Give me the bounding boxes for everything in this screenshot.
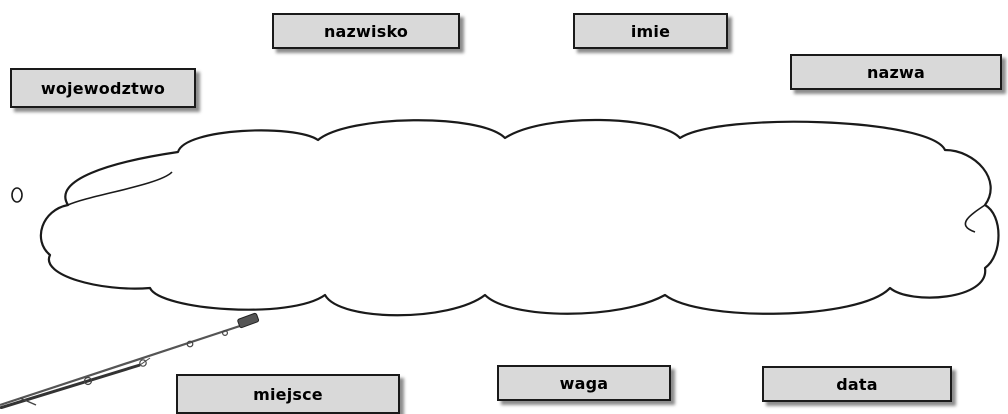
label-text-data: data xyxy=(836,374,878,394)
label-text-nazwa: nazwa xyxy=(866,62,926,82)
label-box-wojewodztwo[interactable]: wojewodztwo xyxy=(10,68,196,108)
thought-cloud-outline xyxy=(39,118,1000,317)
rod-guide xyxy=(186,340,194,348)
label-box-data[interactable]: data xyxy=(762,366,952,402)
label-text-miejsce: miejsce xyxy=(253,384,323,404)
label-text-wojewodztwo: wojewodztwo xyxy=(40,78,166,98)
label-box-nazwisko[interactable]: nazwisko xyxy=(272,13,460,49)
rod-guide xyxy=(139,359,147,367)
cloud-crease-right xyxy=(964,204,986,233)
rod-guide xyxy=(222,330,229,337)
label-box-miejsce[interactable]: miejsce xyxy=(176,374,400,414)
label-box-nazwa[interactable]: nazwa xyxy=(790,54,1002,90)
label-text-nazwisko: nazwisko xyxy=(323,21,409,41)
rod-guide-foot xyxy=(139,357,151,366)
thought-bubble-icon xyxy=(11,187,23,203)
rod-shaft xyxy=(0,320,253,407)
rod-guide xyxy=(83,376,93,386)
rod-handle-mark xyxy=(19,397,37,406)
cloud-crease-left xyxy=(67,171,173,206)
label-text-waga: waga xyxy=(559,373,609,393)
label-box-imie[interactable]: imie xyxy=(573,13,728,49)
label-box-waga[interactable]: waga xyxy=(497,365,671,401)
rod-butt xyxy=(0,363,141,409)
rod-reel xyxy=(237,312,260,329)
label-text-imie: imie xyxy=(630,21,671,41)
